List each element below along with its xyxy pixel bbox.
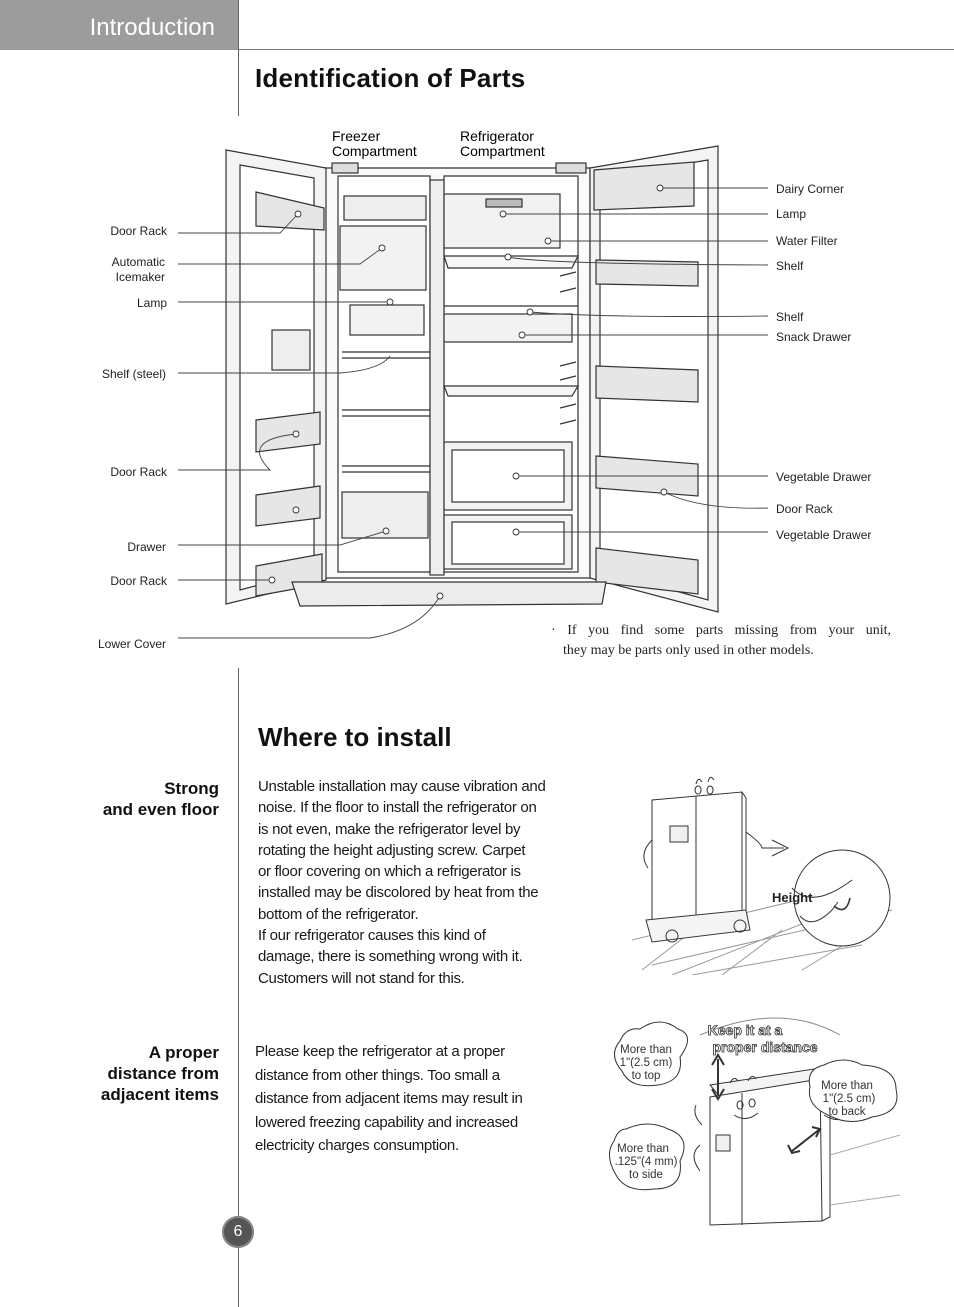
floor-line: installed may be discolored by heat from… (258, 884, 539, 902)
distance-line: distance from other things. Too small a (255, 1066, 500, 1084)
label-lamp-left: Lamp (137, 296, 167, 310)
margin-rule-top (238, 0, 239, 116)
cloud-back-line1: More than (821, 1080, 873, 1092)
floor-heading-line2: and even floor (102, 800, 219, 819)
missing-parts-note: · If you find some parts missing from yo… (551, 621, 891, 661)
floor-line: noise. If the floor to install the refri… (258, 799, 537, 817)
leader-dots (268, 184, 668, 600)
install-title: Where to install (258, 722, 452, 752)
label-lamp-right: Lamp (776, 207, 806, 221)
parts-diagram: Freezer Compartment Refrigerator Compart… (98, 128, 871, 651)
floor-heading: Strong and even floor (40, 778, 219, 820)
freezer-label-line1: Freezer (332, 128, 381, 144)
cloud-back-line2: 1"(2.5 cm) (823, 1093, 876, 1105)
fridge-label-line2: Compartment (460, 143, 545, 159)
header-rule (239, 49, 954, 50)
floor-line: bottom of the refrigerator. (258, 905, 419, 923)
distance-paragraph: Please keep the refrigerator at a proper… (255, 1040, 565, 1158)
cloud-top-line2: 1"(2.5 cm) (620, 1057, 673, 1069)
margin-rule-bottom (238, 668, 239, 1307)
freezer-label-line2: Compartment (332, 143, 417, 159)
floor-line: Customers will not stand for this. (258, 969, 465, 987)
distance-line: lowered freezing capability and increase… (255, 1113, 518, 1131)
label-shelf-steel: Shelf (steel) (102, 367, 166, 381)
floor-paragraph: Unstable installation may cause vibratio… (258, 776, 568, 989)
left-part-labels: Door Rack Automatic Icemaker Lamp Shelf … (98, 224, 168, 651)
label-door-rack-3: Door Rack (110, 574, 168, 588)
distance-illustration: Keep it at a proper distance More than 1… (609, 1017, 901, 1226)
label-door-rack-right: Door Rack (776, 502, 834, 516)
floor-line: rotating the height adjusting screw. Car… (258, 841, 526, 859)
distance-line: electricity charges consumption. (255, 1137, 459, 1154)
floor-line: or floor covering on which a refrigerato… (258, 863, 521, 881)
floor-line: damage, there is something wrong with it… (258, 948, 523, 966)
label-snack-drawer: Snack Drawer (776, 330, 851, 344)
label-vegetable-drawer-2: Vegetable Drawer (776, 528, 871, 542)
cloud-top-line1: More than (620, 1044, 672, 1056)
floor-line: If our refrigerator causes this kind of (258, 927, 486, 945)
page-number: 6 (222, 1216, 254, 1248)
floor-line: is not even, make the refrigerator level… (258, 820, 521, 838)
label-door-rack-2: Door Rack (110, 465, 168, 479)
label-icemaker: Icemaker (116, 270, 165, 284)
cloud-side-line3: to side (629, 1169, 663, 1181)
floor-line: Unstable installation may cause vibratio… (258, 778, 546, 795)
cloud-side-line2: .125"(4 mm) (615, 1156, 678, 1168)
distance-line: distance from adjacent items may result … (255, 1090, 523, 1107)
floor-heading-line1: Strong (164, 779, 219, 798)
right-part-labels: Dairy Corner Lamp Water Filter Shelf She… (776, 182, 871, 542)
distance-heading-line3: adjacent items (100, 1085, 219, 1104)
label-shelf-1: Shelf (776, 259, 804, 273)
label-drawer: Drawer (127, 540, 166, 554)
label-vegetable-drawer-1: Vegetable Drawer (776, 470, 871, 484)
cloud-side-line1: More than (617, 1143, 669, 1155)
note-line-1: · If you find some parts missing from yo… (551, 623, 891, 638)
distance-line: Please keep the refrigerator at a proper (255, 1043, 505, 1060)
cloud-top-line3: to top (632, 1070, 661, 1082)
cloud-back-line3: to back (828, 1106, 865, 1118)
label-shelf-2: Shelf (776, 310, 804, 324)
banner-line1: Keep it at a (708, 1022, 783, 1038)
distance-heading: A proper distance from adjacent items (40, 1042, 219, 1105)
parts-title: Identification of Parts (255, 63, 526, 93)
label-door-rack-1: Door Rack (110, 224, 168, 238)
fridge-label-line1: Refrigerator (460, 128, 534, 144)
label-water-filter: Water Filter (776, 234, 838, 248)
label-dairy-corner: Dairy Corner (776, 182, 844, 196)
leader-lines (178, 187, 769, 639)
distance-heading-line1: A proper (148, 1043, 219, 1062)
level-floor-illustration: Height (631, 776, 893, 975)
label-lower-cover: Lower Cover (98, 637, 166, 651)
section-tab: Introduction (0, 0, 239, 50)
height-label: Height (772, 890, 813, 905)
label-automatic: Automatic (112, 255, 165, 269)
note-line-2: they may be parts only used in other mod… (563, 643, 814, 658)
banner-line2: proper distance (712, 1039, 817, 1055)
distance-heading-line2: distance from (107, 1064, 219, 1083)
refrigerator-drawing (225, 145, 719, 613)
